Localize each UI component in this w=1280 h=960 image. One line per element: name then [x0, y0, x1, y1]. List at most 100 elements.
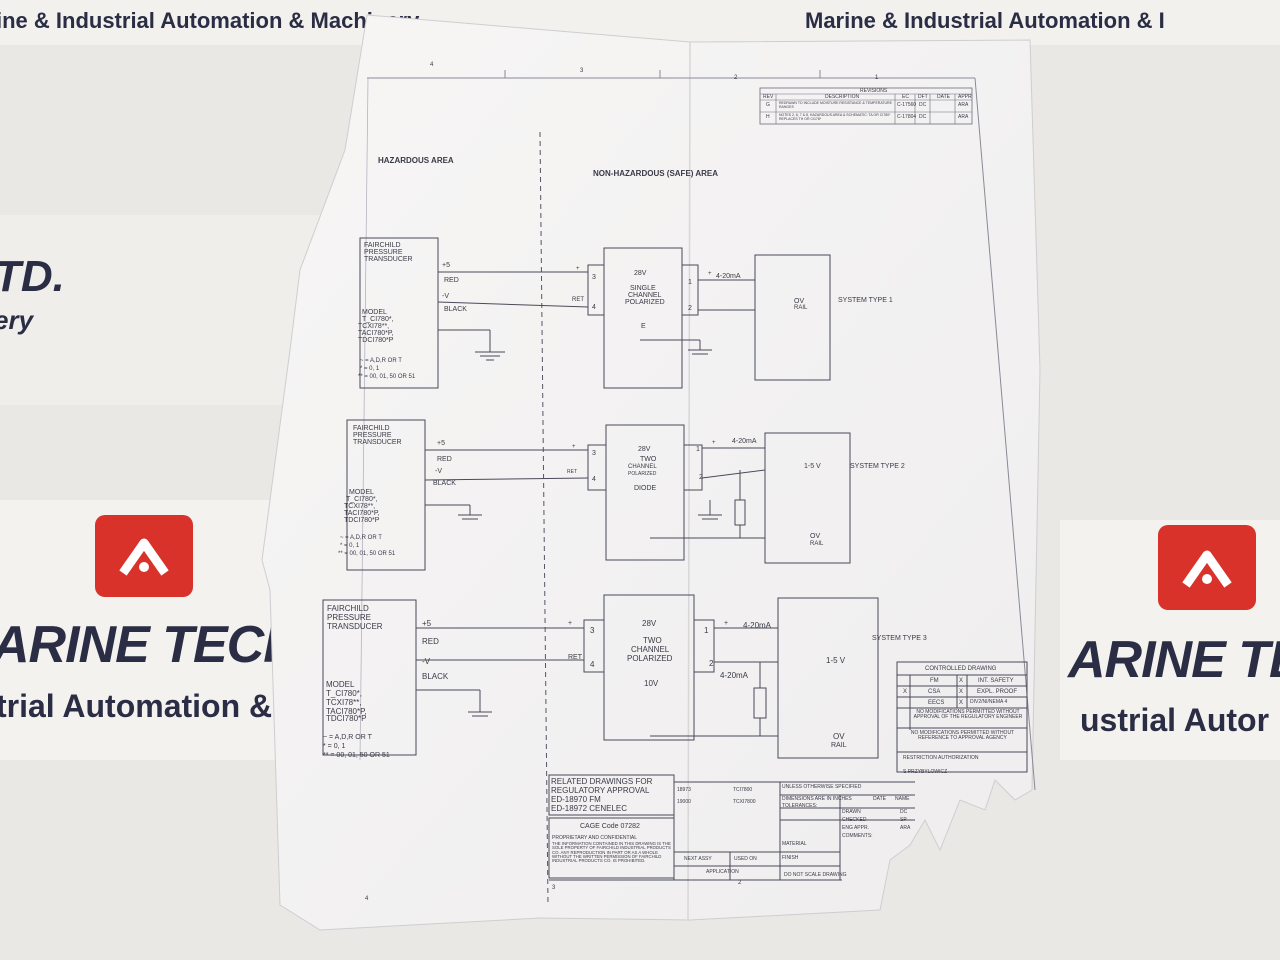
barrier-1-polarized: POLARIZED: [625, 299, 665, 306]
transducer-1-black: BLACK: [444, 306, 467, 313]
barrier-2-t3: 3: [592, 450, 596, 457]
related-line-2: REGULATORY APPROVAL: [551, 786, 650, 795]
rev-row-h-ec: C-17804: [897, 114, 917, 120]
system-3-ov: OV: [833, 732, 845, 741]
barrier-3-voltage: 28V: [642, 619, 657, 628]
transducer-3-red: RED: [422, 637, 439, 646]
tb-number-1: 18973: [677, 787, 691, 793]
barrier-1-t1: 1: [688, 279, 692, 286]
barrier-2-t1: 1: [696, 446, 700, 453]
transducer-1-note-3: ** = 00, 01, 50 OR 51: [358, 374, 416, 380]
tb-number-2: 19000: [677, 799, 691, 805]
barrier-1-e: E: [641, 323, 646, 330]
barrier-1-t3: 3: [592, 274, 596, 281]
transducer-2-minusv: -V: [435, 468, 442, 475]
controlled-expl-proof: EXPL. PROOF: [977, 689, 1018, 695]
system-2-current: 4-20mA: [732, 438, 757, 445]
transducer-2-model: MODEL: [349, 489, 374, 496]
system-type-1-label: SYSTEM TYPE 1: [838, 297, 893, 304]
barrier-3-plus: +: [568, 620, 573, 627]
revisions-title: REVISIONS: [860, 88, 888, 94]
barrier-2-channel: CHANNEL: [628, 464, 657, 470]
transducer-2-title-3: TRANSDUCER: [353, 439, 402, 446]
zone-number-4: 4: [430, 62, 434, 68]
transducer-2-note-2: * = 0, 1: [340, 543, 360, 549]
tb-finish: FINISH: [782, 855, 799, 861]
barrier-3-t2: 2: [709, 659, 714, 668]
banner-mid-left-text-2: ery: [0, 305, 34, 335]
rev-row-g-rev: G: [766, 102, 770, 108]
barrier-3-t4: 4: [590, 660, 595, 669]
barrier-1-single: SINGLE: [630, 285, 656, 292]
system-type-2-label: SYSTEM TYPE 2: [850, 463, 905, 470]
transducer-2-title-2: PRESSURE: [353, 432, 392, 439]
banner-bottom-right-text-1: ARINE TE: [1068, 631, 1280, 689]
rev-header-date: DATE: [937, 94, 950, 100]
transducer-3-minusv: -V: [422, 657, 430, 666]
tb-tol: TOLERANCES:: [782, 803, 818, 809]
proprietary-heading: PROPRIETARY AND CONFIDENTIAL: [552, 835, 638, 841]
rev-row-g-dft: DC: [919, 102, 927, 108]
transducer-2-note-1: ~ = A,D,R OR T: [340, 535, 382, 541]
rev-row-h-desc: NOTES 2, 6, 7 & 8, HAZARDOUS AREA & SCHE…: [779, 113, 891, 121]
transducer-3-black: BLACK: [422, 672, 449, 681]
barrier-2-ret: RET: [567, 469, 577, 475]
transducer-3-title-2: PRESSURE: [327, 613, 372, 622]
controlled-x-2: X: [903, 689, 908, 695]
barrier-2-diode: DIODE: [634, 485, 657, 492]
tb-checked: CHECKED: [842, 817, 867, 823]
rev-header-appr: APPR: [958, 94, 972, 100]
controlled-fm: FM: [930, 678, 939, 684]
barrier-1-plus: +: [576, 266, 580, 272]
transducer-3-note-3: ** = 00, 01, 50 OR 51: [323, 752, 390, 759]
barrier-2-t4: 4: [592, 476, 596, 483]
brand-logo-left: [95, 515, 193, 597]
rev-header-dft: DFT: [918, 94, 928, 100]
transducer-3-title-3: TRANSDUCER: [327, 622, 383, 631]
banner-bottom-right-text-2: ustrial Autor: [1080, 702, 1270, 738]
transducer-1-model-4: TDCI780*P: [358, 337, 394, 344]
tb-name: NAME: [895, 796, 910, 802]
transducer-1-model-1: T_CI780*,: [362, 316, 394, 323]
transducer-3-note-2: * = 0, 1: [323, 743, 346, 750]
rev-row-g-ec: C-17560: [897, 102, 917, 108]
transducer-2-model-1: T_CI780*,: [346, 496, 378, 503]
barrier-3-two: TWO: [643, 636, 662, 645]
barrier-1-ret: RET: [572, 297, 584, 303]
rev-header-description: DESCRIPTION: [825, 94, 860, 100]
system-3-current: 4-20mA: [743, 621, 772, 630]
transducer-3-note-1: ~ = A,D,R OR T: [323, 734, 372, 741]
transducer-1-title-2: PRESSURE: [364, 249, 403, 256]
transducer-3-model-2: TCXI78**,: [326, 698, 362, 707]
authorizer-name: S PRZYBYLOWICZ: [903, 769, 948, 775]
transducer-2-red: RED: [437, 456, 452, 463]
controlled-int-safety: INT. SAFETY: [978, 678, 1014, 684]
logo-a-icon-right: [1182, 550, 1232, 588]
transducer-3-plus5: +5: [422, 619, 432, 628]
zone-number-1: 1: [875, 75, 879, 81]
safe-area-heading: NON-HAZARDOUS (SAFE) AREA: [593, 169, 719, 178]
transducer-1-red: RED: [444, 277, 459, 284]
barrier-2-polarized: POLARIZED: [628, 471, 657, 477]
rev-row-g-desc: REDRAWN TO INCLUDE MOISTURE RESISTANCE &…: [779, 101, 892, 109]
transducer-1-note-2: * = 0, 1: [360, 366, 380, 372]
transducer-1-title-3: TRANSDUCER: [364, 256, 413, 263]
rev-row-g-appr: ARA: [958, 102, 969, 108]
banner-bottom-left-text-2: trial Automation &: [0, 688, 273, 724]
controlled-x-4: X: [959, 700, 964, 706]
tb-drawn: DRAWN: [842, 809, 861, 815]
controlled-eecs: EECS: [928, 700, 945, 706]
system-1-ov: OV: [794, 298, 805, 305]
brand-logo-right: [1158, 525, 1256, 610]
proprietary-body: THE INFORMATION CONTAINED IN THIS DRAWIN…: [552, 841, 671, 864]
barrier-3-10v: 10V: [644, 679, 659, 688]
transducer-3-title-1: FAIRCHILD: [327, 604, 369, 613]
tb-drawn-dc: DC: [900, 809, 908, 815]
transducer-3-model-1: T_CI780*,: [326, 689, 363, 698]
transducer-2-black: BLACK: [433, 480, 456, 487]
barrier-2-t2: 2: [699, 474, 703, 481]
controlled-title: CONTROLLED DRAWING: [925, 666, 997, 672]
transducer-2-model-4: TDCI780*P: [344, 517, 380, 524]
cage-code: CAGE Code 07282: [580, 823, 640, 830]
